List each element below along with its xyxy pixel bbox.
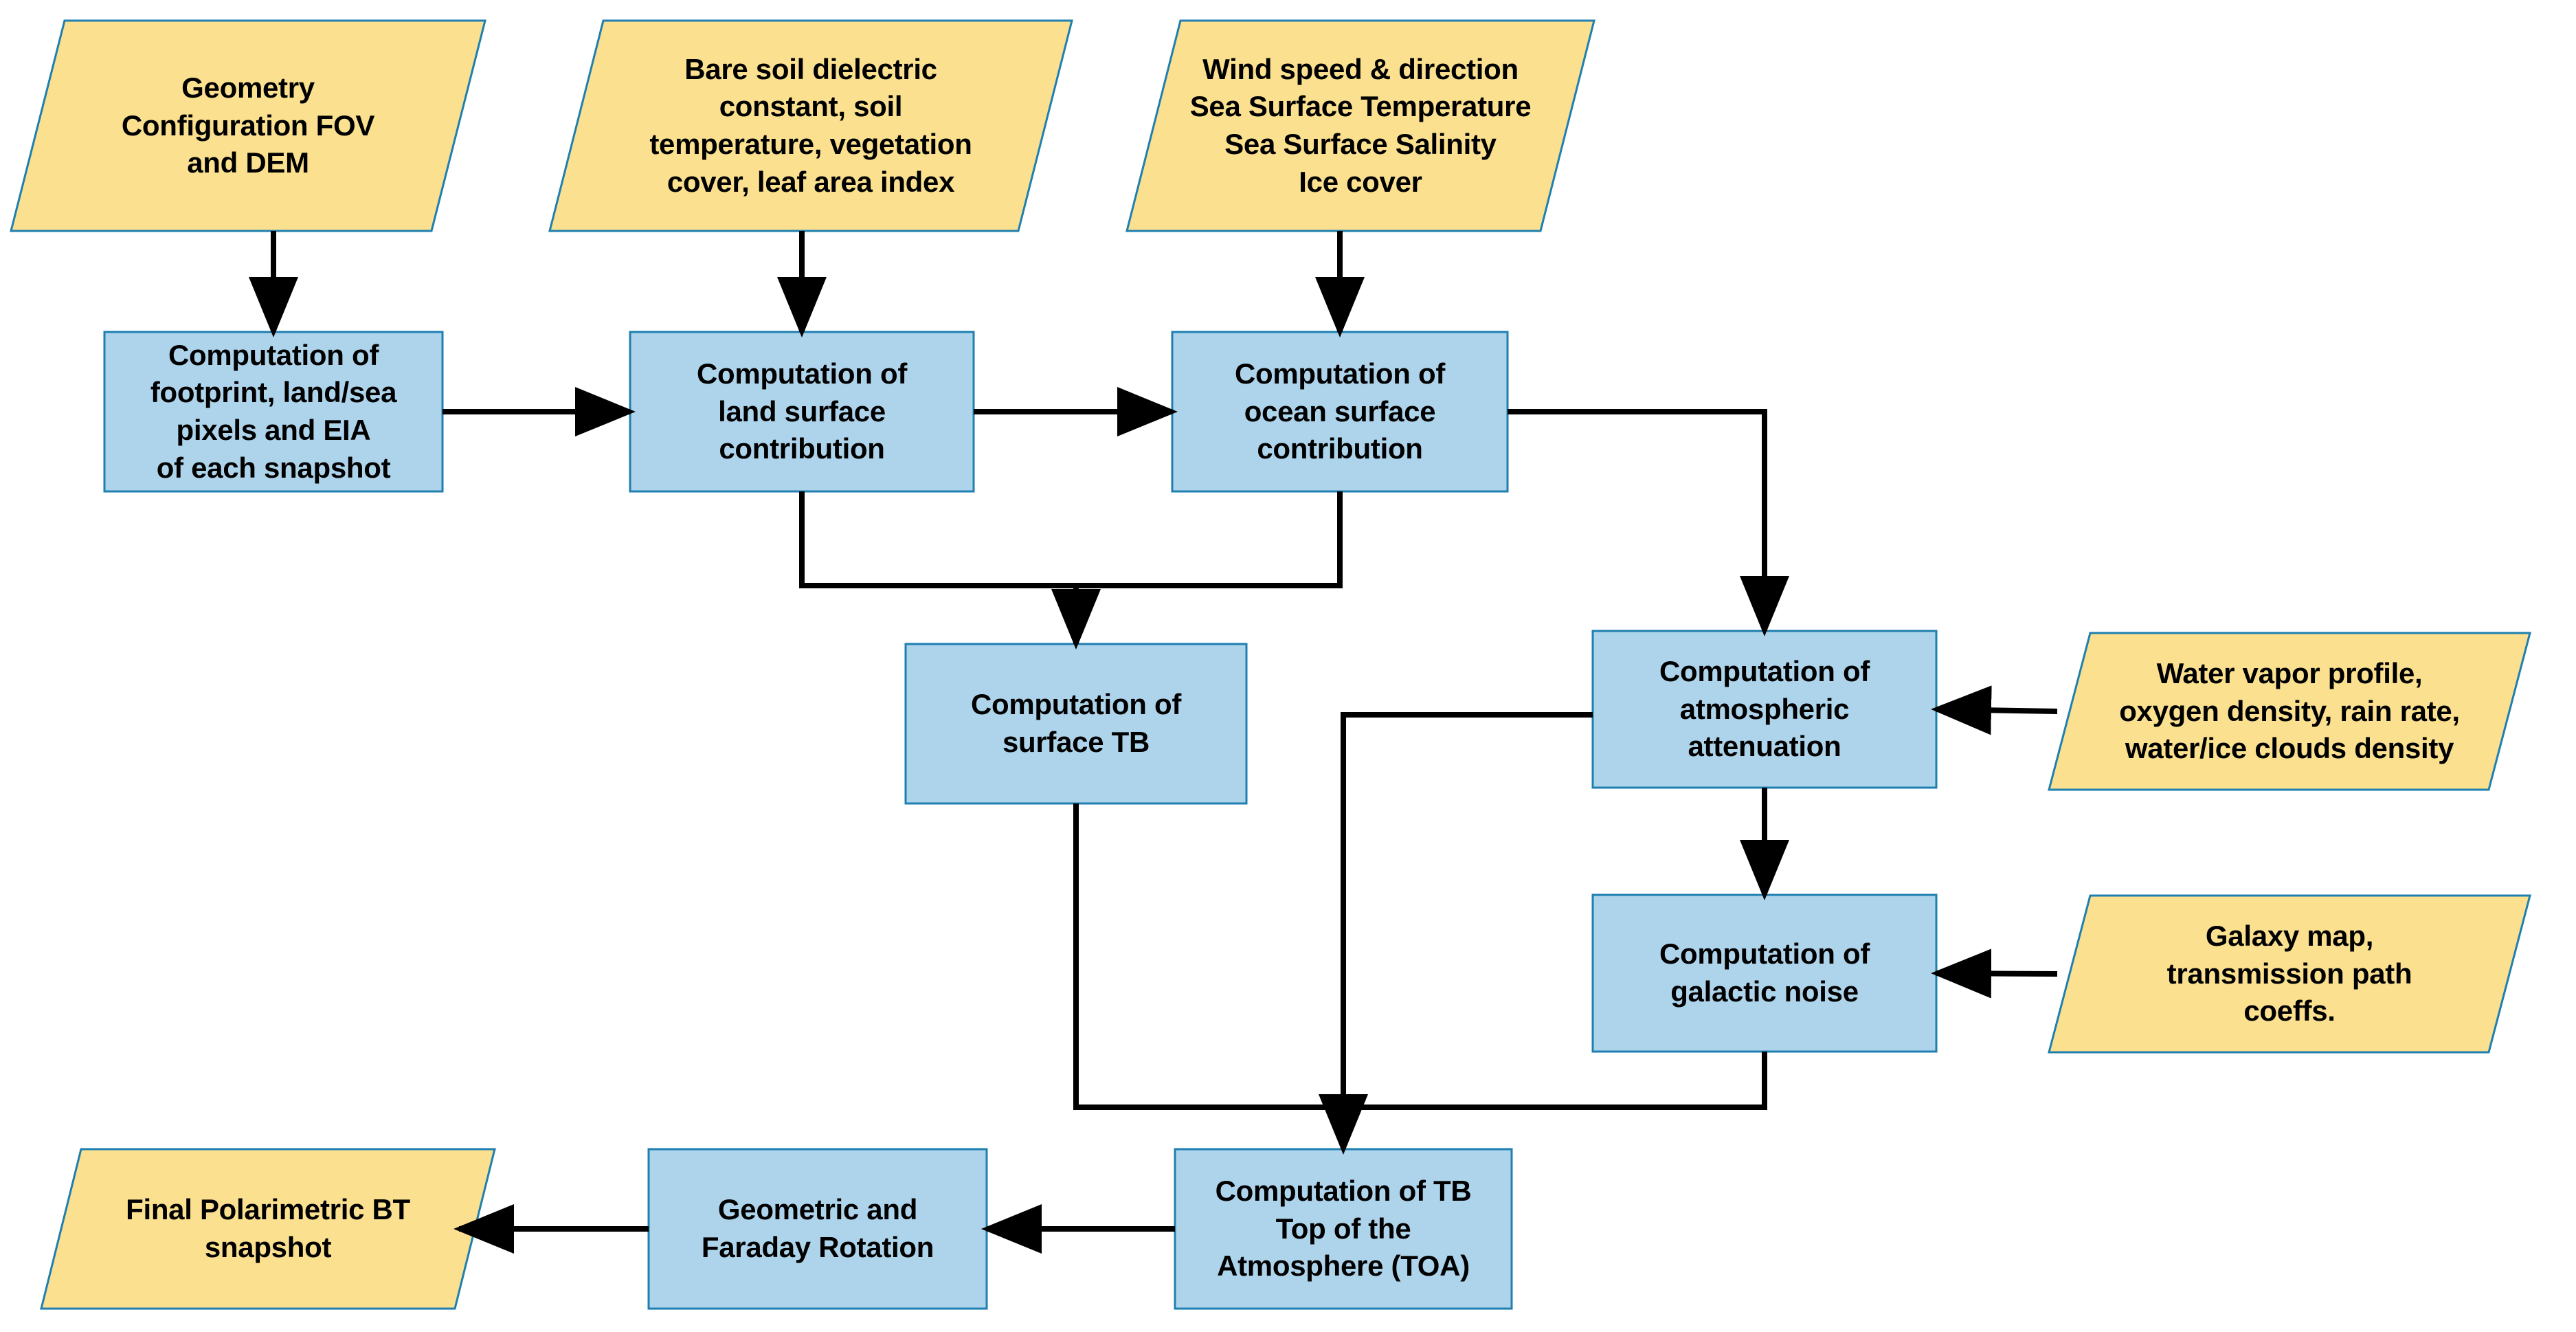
connector-oceansurface-to-surfacetb — [1076, 491, 1343, 588]
node-toa-tb-computation[interactable] — [1174, 1148, 1513, 1310]
node-galactic-noise-computation[interactable] — [1591, 893, 1938, 1053]
connector-galaxymap-to-galactic — [1931, 948, 2058, 999]
node-ocean-inputs[interactable] — [1125, 19, 1595, 232]
connector-atmospheric-to-toa — [1319, 712, 1593, 1155]
connector-watervapor-to-atmospheric — [1931, 685, 2058, 735]
node-land-surface-computation[interactable] — [629, 331, 975, 493]
node-geometric-faraday-rotation[interactable] — [647, 1148, 988, 1310]
connector-oceansurface-to-atmospheric — [1508, 409, 1789, 636]
node-bare-soil-inputs[interactable] — [548, 19, 1073, 232]
connector-surfacetb-to-toa — [1073, 803, 1343, 1110]
node-geometry-config[interactable] — [10, 19, 486, 232]
connectors-layer — [249, 231, 2058, 1254]
node-galaxy-map-inputs[interactable] — [2048, 894, 2531, 1054]
connector-landsurface-to-surfacetb — [799, 491, 1101, 650]
node-atmospheric-attenuation-computation[interactable] — [1591, 630, 1938, 789]
node-footprint-computation[interactable] — [103, 331, 444, 493]
node-surface-tb-computation[interactable] — [904, 643, 1248, 805]
node-water-vapor-inputs[interactable] — [2048, 632, 2531, 791]
shapes-layer — [10, 19, 2531, 1310]
node-final-bt-snapshot[interactable] — [40, 1148, 496, 1310]
node-ocean-surface-computation[interactable] — [1171, 331, 1509, 493]
connector-galactic-to-toa — [1343, 1052, 1767, 1110]
